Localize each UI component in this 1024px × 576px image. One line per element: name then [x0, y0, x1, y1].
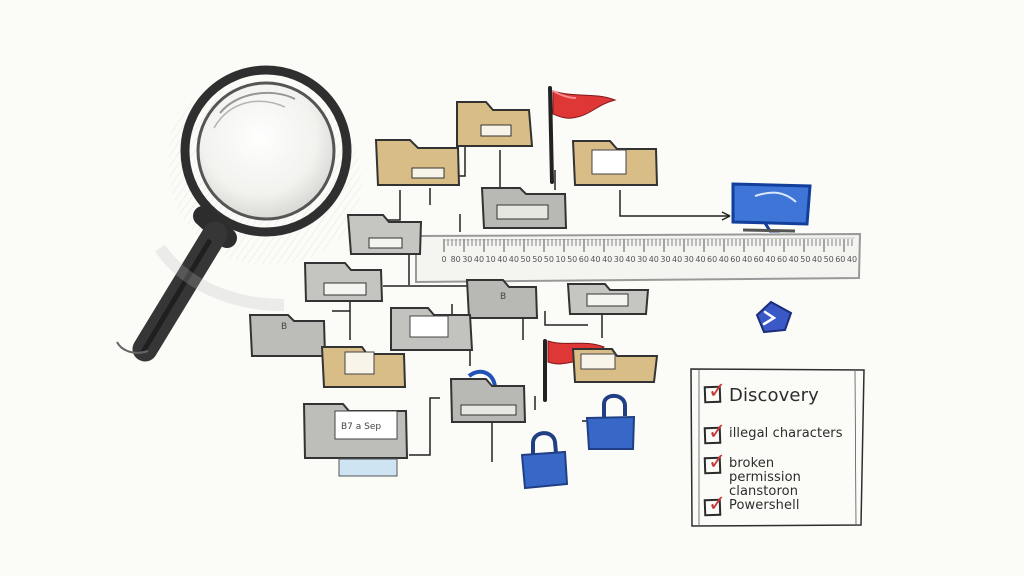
- folder-icon: [456, 101, 534, 147]
- folder-icon: [390, 307, 474, 351]
- checkbox-icon: ✓: [703, 492, 727, 517]
- ruler-label: 40: [497, 255, 507, 264]
- ruler-label: 40: [590, 255, 600, 264]
- lock-icon: [520, 431, 569, 490]
- checkbox-icon: ✓: [703, 450, 727, 475]
- ruler-label: 50: [824, 255, 834, 264]
- center-small-folder-label: B: [500, 292, 506, 302]
- ruler-label: 40: [812, 255, 822, 264]
- checkbox-icon: ✓: [703, 420, 727, 445]
- ruler-label: 60: [754, 255, 764, 264]
- checklist-item-powershell: ✓ Powershell: [703, 492, 800, 517]
- ruler-label: 10: [556, 255, 566, 264]
- checklist-frame: [690, 368, 865, 527]
- ruler-label: 0: [441, 255, 446, 264]
- left-small-folder-label: B: [281, 322, 287, 332]
- checklist-item-broken-permission: ✓ broken permission clanstoron: [703, 450, 841, 500]
- checklist-item-label: illegal characters: [729, 426, 843, 441]
- ruler-label: 60: [835, 255, 845, 264]
- checklist-item-label: Powershell: [729, 498, 800, 513]
- checkbox-icon: ✓: [703, 379, 727, 404]
- ruler-label: 60: [777, 255, 787, 264]
- ruler-label: 50: [544, 255, 554, 264]
- folder-icon: [571, 140, 659, 186]
- checklist-item-illegal-characters: ✓ illegal characters: [703, 420, 843, 445]
- folder-icon: [449, 378, 527, 423]
- folder-icon: [320, 346, 407, 388]
- ruler-label: 40: [695, 255, 705, 264]
- checklist-panel: ✓ Discovery ✓ illegal characters ✓ broke…: [690, 368, 866, 528]
- checklist-item-label: broken permission clanstoron: [729, 456, 801, 500]
- ruler-label: 50: [532, 255, 542, 264]
- ruler-label: 30: [684, 255, 694, 264]
- folder-icon: [480, 187, 568, 229]
- ruler-label: 50: [567, 255, 577, 264]
- ruler-label: 30: [614, 255, 624, 264]
- folder-icon: B7 a Sep: [302, 403, 409, 477]
- monitor-icon: [731, 182, 812, 233]
- checklist-item-label: Discovery: [729, 385, 819, 406]
- ruler-label: 40: [789, 255, 799, 264]
- ruler-label: 80: [451, 255, 461, 264]
- folder-tree: B B B7 a Sep: [248, 101, 659, 477]
- lock-icon: [585, 393, 636, 450]
- ruler-label: 60: [579, 255, 589, 264]
- ruler-label: 50: [800, 255, 810, 264]
- left-folder-label: B7 a Sep: [341, 422, 381, 432]
- ruler-label: 10: [486, 255, 496, 264]
- folder-icon: [566, 283, 650, 315]
- folder-icon: [374, 139, 461, 186]
- ruler-label: 30: [660, 255, 670, 264]
- ruler-label: 40: [649, 255, 659, 264]
- folder-icon: [346, 214, 423, 255]
- ruler-label: 30: [637, 255, 647, 264]
- powershell-icon: [755, 300, 793, 334]
- ruler-label: 50: [521, 255, 531, 264]
- folder-icon: B: [248, 314, 327, 357]
- red-flag-icon: [548, 86, 617, 184]
- ruler-label: 40: [719, 255, 729, 264]
- folder-icon: [303, 262, 384, 302]
- ruler-label: 40: [602, 255, 612, 264]
- checklist-item-discovery: ✓ Discovery: [703, 379, 819, 406]
- ruler-label: 40: [474, 255, 484, 264]
- ruler-label: 40: [509, 255, 519, 264]
- ruler-label: 40: [625, 255, 635, 264]
- folder-icon: B: [465, 279, 539, 319]
- ruler-label: 40: [742, 255, 752, 264]
- ruler-label: 60: [707, 255, 717, 264]
- ruler-label: 30: [462, 255, 472, 264]
- magnifying-glass-icon: [116, 65, 362, 362]
- ruler-label: 60: [730, 255, 740, 264]
- folder-icon: [571, 348, 659, 383]
- ruler-label: 40: [765, 255, 775, 264]
- ruler-label: 40: [847, 255, 857, 264]
- ruler-label: 40: [672, 255, 682, 264]
